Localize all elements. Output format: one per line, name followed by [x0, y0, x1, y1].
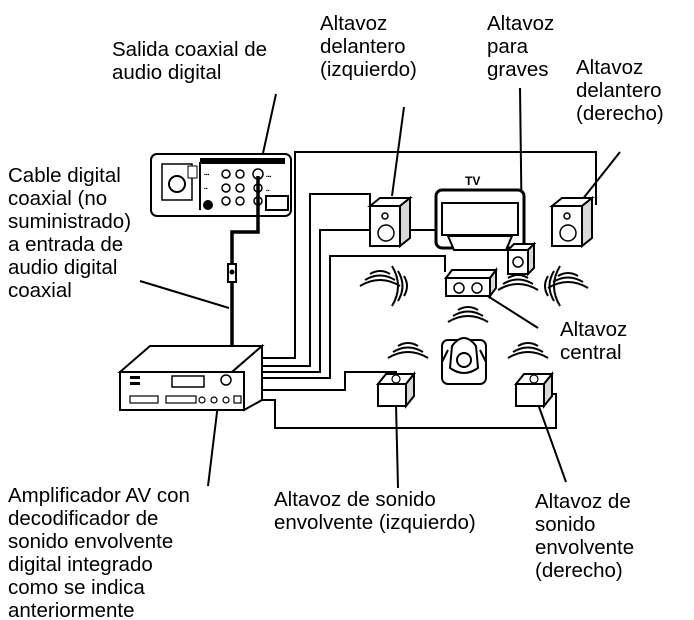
label-salida-coaxial: Salida coaxial de audio digital — [112, 38, 267, 84]
label-coaxial-cable: Cable digital coaxial (no suministrado) … — [8, 164, 132, 302]
label-front-right-speaker: Altavoz delantero (derecho) — [576, 56, 664, 125]
label-subwoofer: Altavoz para graves — [487, 12, 555, 81]
svg-text:▪▪: ▪▪ — [266, 188, 270, 194]
leader-front-right — [577, 151, 621, 206]
surround-left-speaker — [375, 371, 417, 409]
coaxial-plug — [227, 263, 237, 283]
av-amplifier — [117, 343, 265, 412]
leader-surround-right — [537, 403, 567, 483]
coaxial-cable — [230, 176, 260, 350]
label-av-amplifier: Amplificador AV con decodificador de son… — [8, 484, 190, 620]
front-right-speaker — [549, 195, 595, 249]
label-surround-right-speaker: Altavoz de sonido envolvente (derecho) — [535, 490, 635, 582]
label-front-left-speaker: Altavoz delantero (izquierdo) — [320, 12, 417, 81]
svg-text:▪▪▪: ▪▪▪ — [266, 174, 272, 180]
surround-right-speaker — [513, 371, 555, 409]
leader-cable — [139, 280, 230, 309]
tv: TV — [434, 174, 526, 251]
subwoofer — [505, 241, 537, 277]
tv-label: TV — [465, 174, 480, 188]
leader-amplifier — [207, 403, 219, 487]
dvd-player-panel: ▪▪▪▪▪ ▪▪▪▪▪ — [150, 153, 292, 217]
listener — [441, 337, 487, 385]
center-speaker — [444, 267, 498, 299]
label-surround-left-speaker: Altavoz de sonido envolvente (izquierdo) — [274, 488, 476, 534]
svg-text:▪▪▪: ▪▪▪ — [204, 172, 210, 178]
leader-surround-left — [395, 403, 399, 489]
leader-lines — [139, 87, 621, 489]
front-left-speaker — [367, 195, 413, 249]
svg-text:▪▪: ▪▪ — [204, 186, 208, 192]
label-center-speaker: Altavoz central — [560, 318, 628, 364]
